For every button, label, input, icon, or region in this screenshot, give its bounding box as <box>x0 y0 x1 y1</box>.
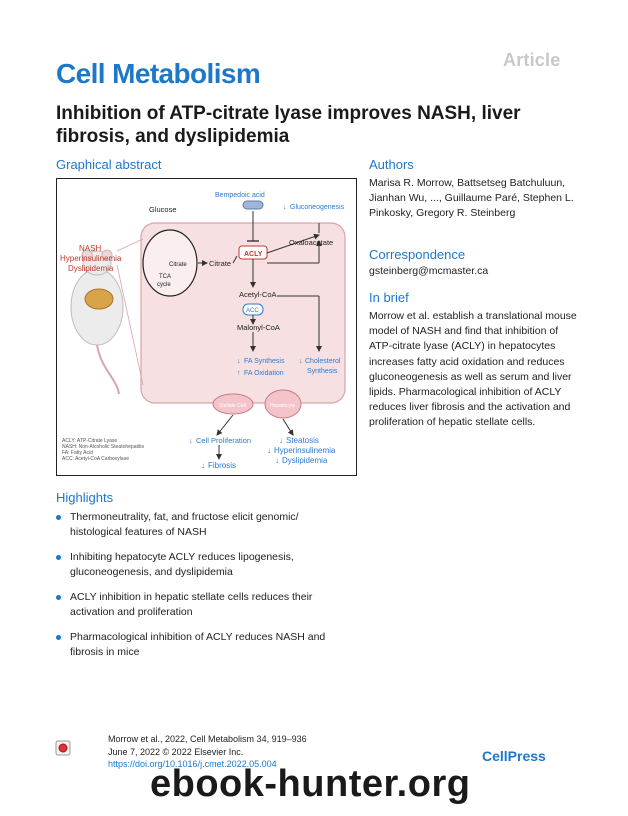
label-malonyl-coa: Malonyl-CoA <box>237 323 280 332</box>
label-tca: TCA <box>159 274 171 280</box>
article-label: Article <box>503 50 561 70</box>
hepatocyte-cell <box>264 389 302 419</box>
citation-block: Morrow et al., 2022, Cell Metabolism 34,… <box>108 733 307 771</box>
label-bempedoic: Bempedoic acid <box>215 192 265 199</box>
svg-text:↓: ↓ <box>275 456 279 465</box>
graphical-abstract-heading: Graphical abstract <box>56 157 162 172</box>
label-citrate-out: Citrate <box>209 259 231 268</box>
paper-title: Inhibition of ATP-citrate lyase improves… <box>56 103 521 147</box>
label-dyslipidemia: Dyslipidemia <box>68 264 114 273</box>
label-gluconeogenesis: Gluconeogenesis <box>290 204 345 211</box>
authors-heading: Authors <box>369 157 414 172</box>
label-glucose: Glucose <box>149 205 177 214</box>
highlight-item: Inhibiting hepatocyte ACLY reduces lipog… <box>56 550 346 580</box>
label-fibrosis: Fibrosis <box>208 461 236 470</box>
legend-line-3: FA: Fatty Acid <box>62 450 93 456</box>
svg-text:↓: ↓ <box>189 436 193 445</box>
in-brief-text: Morrow et al. establish a translational … <box>369 310 577 429</box>
doi-link[interactable]: https://doi.org/10.1016/j.cmet.2022.05.0… <box>108 759 277 769</box>
label-citrate-in: Citrate <box>169 262 187 268</box>
label-stellate: Stellate Cell <box>219 403 246 409</box>
graphical-abstract-svg: Bempedoic acid ↓ Gluconeogenesis Glucose… <box>60 192 346 470</box>
label-cholesterol: Cholesterol <box>305 358 341 365</box>
authors-list: Marisa R. Morrow, Battsetseg Batchuluun,… <box>369 177 574 220</box>
highlights-heading: Highlights <box>56 490 114 505</box>
label-steatosis: Steatosis <box>286 436 319 445</box>
highlight-item: Thermoneutrality, fat, and fructose elic… <box>56 510 346 540</box>
stellate-cell <box>212 393 254 415</box>
citation-line-1: Morrow et al., 2022, Cell Metabolism 34,… <box>108 734 307 744</box>
pill-icon <box>242 200 264 210</box>
label-hepatocyte: Hepatocyte <box>270 403 296 409</box>
svg-text:↓: ↓ <box>279 436 283 445</box>
watermark-text: ebook-hunter.org <box>150 763 471 805</box>
bullet-icon <box>56 515 61 520</box>
mouse-illustration <box>70 249 124 395</box>
highlights-list: Thermoneutrality, fat, and fructose elic… <box>56 510 346 670</box>
correspondence-email[interactable]: gsteinberg@mcmaster.ca <box>369 265 489 277</box>
label-acly: ACLY <box>244 251 263 258</box>
label-nash: NASH <box>79 244 101 253</box>
label-cycle: cycle <box>157 282 171 288</box>
liver-shape <box>84 288 114 310</box>
journal-title: Cell Metabolism <box>56 58 261 89</box>
label-hyperinsulinemia-out: Hyperinsulinemia <box>274 446 336 455</box>
legend-line-2: NASH: Non-Alcoholic Steatohepatitis <box>62 444 144 450</box>
in-brief-heading: In brief <box>369 290 409 305</box>
label-dyslipidemia-out: Dyslipidemia <box>282 456 328 465</box>
mitochondrion <box>142 229 198 297</box>
svg-text:↓: ↓ <box>299 358 303 365</box>
label-oxaloacetate: Oxaloacetate <box>289 238 333 247</box>
highlight-item: Pharmacological inhibition of ACLY reduc… <box>56 630 346 660</box>
highlight-item: ACLY inhibition in hepatic stellate cell… <box>56 590 346 620</box>
cellpress-logo: CellPress <box>482 748 546 764</box>
label-fa-oxidation: FA Oxidation <box>244 370 284 377</box>
graphical-abstract-figure: Bempedoic acid ↓ Gluconeogenesis Glucose… <box>56 178 357 476</box>
svg-text:↓: ↓ <box>267 446 271 455</box>
svg-text:↓: ↓ <box>237 358 241 365</box>
legend-line-4: ACC: Acetyl-CoA Carboxylase <box>62 456 129 462</box>
svg-text:↑: ↑ <box>237 370 241 377</box>
bullet-icon <box>56 555 61 560</box>
label-hyperinsulinemia: Hyperinsulinemia <box>60 254 122 263</box>
bullet-icon <box>56 635 61 640</box>
label-synthesis: Synthesis <box>307 368 338 375</box>
legend-line-1: ACLY: ATP-Citrate Lyase <box>62 438 117 444</box>
label-fa-synthesis: FA Synthesis <box>244 358 285 365</box>
correspondence-heading: Correspondence <box>369 247 466 262</box>
citation-line-2: June 7, 2022 © 2022 Elsevier Inc. <box>108 746 244 757</box>
bullet-icon <box>56 595 61 600</box>
label-cell-proliferation: Cell Proliferation <box>196 436 251 445</box>
svg-text:↓: ↓ <box>283 204 287 211</box>
svg-text:↓: ↓ <box>201 461 205 470</box>
label-acetyl-coa: Acetyl-CoA <box>239 290 277 299</box>
check-for-updates-icon[interactable] <box>55 740 71 756</box>
label-acc: ACC <box>246 308 259 314</box>
